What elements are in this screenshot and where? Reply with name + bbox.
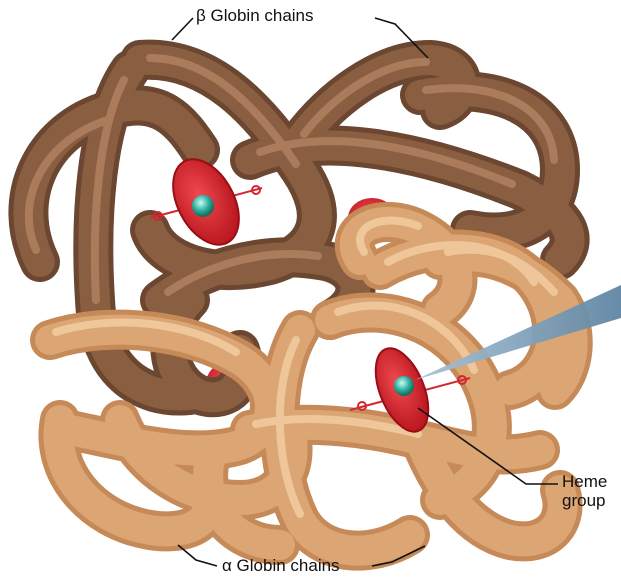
- heme-group-label: Heme group: [562, 472, 607, 510]
- heme-label-line1: Heme: [562, 472, 607, 491]
- heme-label-line2: group: [562, 491, 607, 510]
- alpha-globin-chains-label: α Globin chains: [222, 556, 340, 575]
- beta-leader-left: [172, 18, 193, 40]
- beta-globin-chains-label: β Globin chains: [196, 6, 314, 25]
